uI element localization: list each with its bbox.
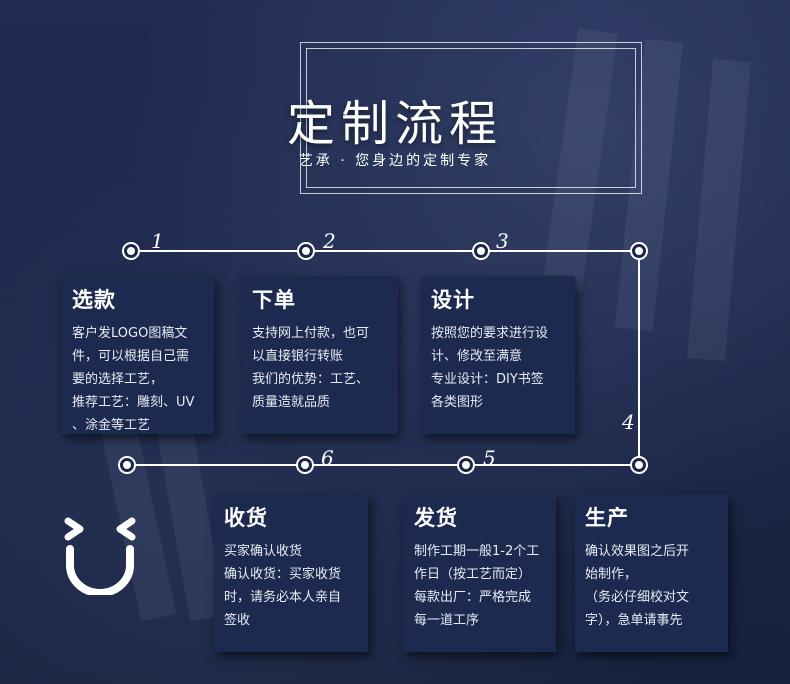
step-description: 支持网上付款，也可 以直接银行转账 我们的优势：工艺、 质量造就品质 [252, 326, 370, 410]
step-number: 2 [323, 229, 336, 253]
circle-node-icon [296, 456, 314, 474]
step-description: 确认效果图之后开 始制作， （务必仔细校对文 字），急单请事先 [585, 544, 690, 628]
step-card-receive: 收货 买家确认收货 确认收货：买家收货 时，请务必本人亲自 签收 [214, 494, 368, 652]
step-title: 设计 [431, 288, 475, 312]
step-card-select: 选款 客户发LOGO图稿文 件，可以根据自己需 要的选择工艺， 推荐工艺：雕刻、… [62, 276, 214, 434]
step-description: 按照您的要求进行设 计、修改至满意 专业设计：DIY书签 各类图形 [431, 326, 549, 410]
circle-node-icon [118, 456, 136, 474]
page-subtitle: 艺承 · 您身边的定制专家 [298, 153, 492, 169]
circle-node-icon [122, 242, 140, 260]
flow-line-top [131, 250, 639, 252]
step-description: 客户发LOGO图稿文 件，可以根据自己需 要的选择工艺， 推荐工艺：雕刻、UV … [72, 326, 195, 433]
step-title: 收货 [224, 506, 268, 530]
step-number: 4 [622, 410, 635, 434]
step-title: 生产 [585, 506, 629, 530]
step-number: 1 [151, 229, 164, 253]
smiley-face-icon [64, 517, 136, 595]
circle-node-icon [630, 456, 648, 474]
step-description: 买家确认收货 确认收货：买家收货 时，请务必本人亲自 签收 [224, 544, 342, 628]
step-description: 制作工期一般1-2个工 作日（按工艺而定） 每款出厂：严格完成 每一道工序 [414, 544, 540, 628]
circle-node-icon [457, 456, 475, 474]
step-card-order: 下单 支持网上付款，也可 以直接银行转账 我们的优势：工艺、 质量造就品质 [242, 276, 398, 434]
step-title: 发货 [414, 506, 458, 530]
step-card-ship: 发货 制作工期一般1-2个工 作日（按工艺而定） 每款出厂：严格完成 每一道工序 [404, 494, 556, 652]
step-number: 6 [321, 446, 334, 470]
step-title: 选款 [72, 288, 116, 312]
flow-line-bottom [127, 464, 639, 466]
step-number: 3 [496, 229, 509, 253]
title-frame-outer [300, 42, 642, 194]
step-title: 下单 [252, 288, 296, 312]
flow-line-right [638, 251, 640, 465]
title-frame-inner [306, 48, 636, 188]
step-card-produce: 生产 确认效果图之后开 始制作， （务必仔细校对文 字），急单请事先 [575, 494, 728, 652]
step-number: 5 [483, 446, 496, 470]
page-title: 定制流程 [286, 96, 503, 152]
circle-node-icon [630, 242, 648, 260]
circle-node-icon [472, 242, 490, 260]
step-card-design: 设计 按照您的要求进行设 计、修改至满意 专业设计：DIY书签 各类图形 [421, 276, 575, 434]
circle-node-icon [297, 242, 315, 260]
